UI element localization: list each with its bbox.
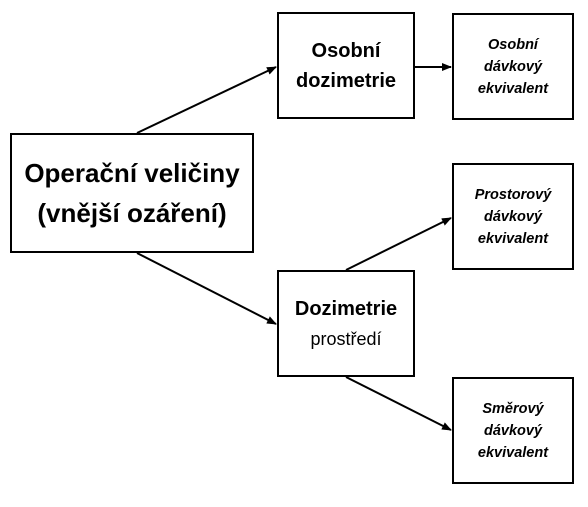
ambient-dose-equivalent-line2: dávkový [483, 208, 543, 225]
personal-dose-equivalent-line3: ekvivalent [477, 80, 549, 97]
directional-dose-equivalent-line2: dávkový [483, 422, 543, 439]
ambient-dose-equivalent-box: Prostorový dávkový ekvivalent [452, 163, 574, 270]
ambient-dose-equivalent-line1: Prostorový [474, 186, 552, 203]
operational-quantities-title: Operační veličiny [24, 158, 240, 188]
arrow-main-to-personal [136, 66, 277, 134]
ambient-dose-equivalent-line3: ekvivalent [477, 230, 549, 247]
environmental-dosimetry-box: Dozimetrie prostředí [277, 270, 415, 377]
external-exposure-subtitle: (vnější ozáření) [37, 198, 227, 228]
arrow-main-to-environmental [136, 252, 277, 325]
environmental-dosimetry-line2: prostředí [310, 328, 382, 349]
personal-dose-equivalent-box: Osobní dávkový ekvivalent [452, 13, 574, 120]
arrow-environmental-to-directional [345, 376, 452, 431]
personal-dose-equivalent-line2: dávkový [483, 58, 543, 75]
environmental-dosimetry-line1: Dozimetrie [294, 297, 398, 320]
personal-dosimetry-box: Osobní dozimetrie [277, 12, 415, 119]
personal-dosimetry-line1: Osobní [311, 39, 381, 62]
operational-quantities-box: Operační veličiny (vnější ozáření) [10, 133, 254, 253]
directional-dose-equivalent-line1: Směrový [482, 400, 544, 417]
arrow-environmental-to-ambient [345, 217, 452, 271]
directional-dose-equivalent-line3: ekvivalent [477, 444, 549, 461]
personal-dose-equivalent-line1: Osobní [488, 36, 538, 53]
personal-dosimetry-line2: dozimetrie [295, 69, 397, 92]
directional-dose-equivalent-box: Směrový dávkový ekvivalent [452, 377, 574, 484]
